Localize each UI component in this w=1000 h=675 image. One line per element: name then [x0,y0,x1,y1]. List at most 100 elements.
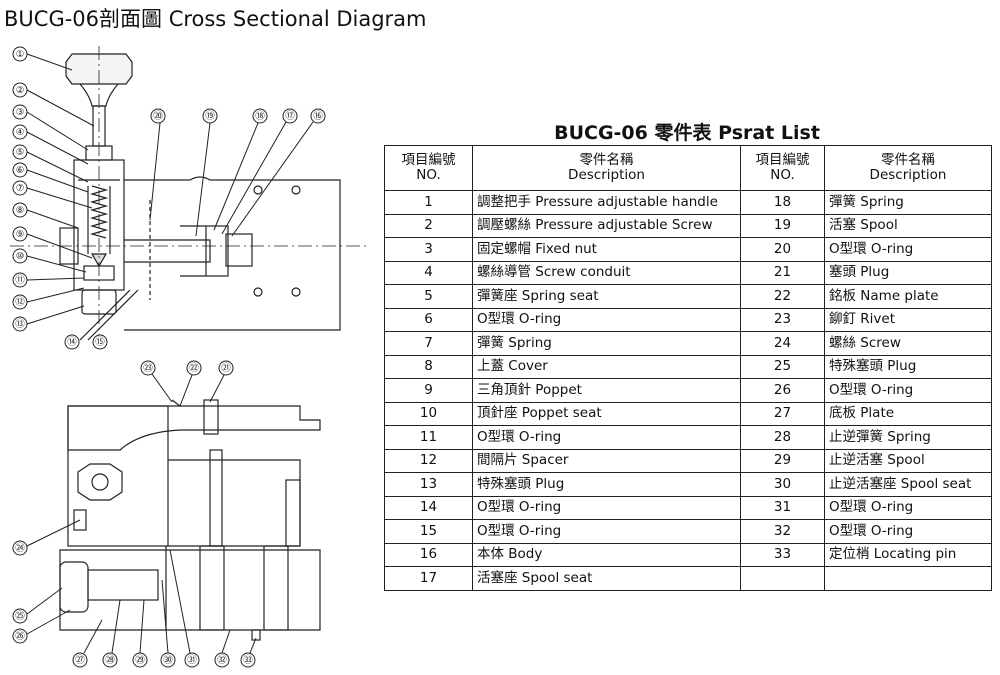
svg-text:⑲: ⑲ [205,111,215,122]
part-description: 固定螺帽 Fixed nut [472,237,741,262]
cross-sectional-diagram: ① ② ③ ④ ⑤ ⑥ ⑦ ⑧ ⑨ ⑩ ⑪ ⑫ ⑬ ⑭ ⑮ ⑯ ⑰ ⑱ ⑲ ⑳ … [10,46,370,668]
part-number: 4 [384,260,473,285]
table-header-row: 項目編號 NO. 零件名稱 Description 項目編號 NO. 零件名稱 … [384,145,992,191]
part-description: 三角頂針 Poppet [472,378,741,403]
part-description: O型環 O-ring [824,237,992,262]
callout-4: ④ [12,124,89,165]
part-number: 20 [740,237,825,262]
callout-26: ㉖ [12,609,71,644]
svg-text:⑨: ⑨ [16,229,25,240]
part-description: O型環 O-ring [824,495,992,520]
part-number: 26 [740,378,825,403]
svg-text:⑧: ⑧ [16,205,25,216]
part-description: O型環 O-ring [472,307,741,332]
svg-text:⑭: ⑭ [67,337,77,348]
part-description: 上蓋 Cover [472,354,741,379]
svg-text:⑫: ⑫ [15,297,25,308]
svg-text:㉒: ㉒ [189,363,199,374]
callout-7: ⑦ [12,180,93,209]
callout-20: ⑳ [149,108,166,221]
callout-30: ㉚ [160,579,176,668]
svg-text:㉗: ㉗ [75,655,85,666]
callout-15: ⑮ [92,334,108,350]
svg-text:⑥: ⑥ [16,165,25,176]
part-number: 1 [384,190,473,215]
callout-12: ⑫ [12,287,85,310]
part-number: 2 [384,213,473,238]
part-number: 11 [384,425,473,450]
svg-text:㉚: ㉚ [163,655,173,666]
svg-text:⑪: ⑪ [15,275,25,286]
callout-23: ㉓ [140,360,173,403]
part-number: 25 [740,354,825,379]
part-description: 定位梢 Locating pin [824,542,992,567]
part-number: 5 [384,284,473,309]
part-description: O型環 O-ring [824,378,992,403]
part-number: 22 [740,284,825,309]
callout-5: ⑤ [12,144,89,183]
callout-8: ⑧ [12,202,79,229]
part-description: O型環 O-ring [472,425,741,450]
col-header-desc: 零件名稱 Description [824,145,992,191]
callout-2: ② [12,82,95,127]
part-description: 螺絲 Screw [824,331,992,356]
callout-6: ⑥ [12,162,89,193]
part-number: 12 [384,448,473,473]
callout-10: ⑩ [12,248,87,273]
part-number: 31 [740,495,825,520]
part-description: 調壓螺絲 Pressure adjustable Screw [472,213,741,238]
part-number: 3 [384,237,473,262]
callout-18: ⑱ [213,108,268,231]
svg-text:①: ① [16,49,25,60]
part-description [824,566,992,591]
part-description: O型環 O-ring [824,519,992,544]
part-number: 13 [384,472,473,497]
part-description: 銘板 Name plate [824,284,992,309]
svg-text:⑬: ⑬ [15,319,25,330]
part-number: 6 [384,307,473,332]
parts-list-title: BUCG-06 零件表 Psrat List [554,122,820,144]
part-number: 15 [384,519,473,544]
part-number: 8 [384,354,473,379]
part-description: 頂針座 Poppet seat [472,401,741,426]
callout-9: ⑨ [12,226,93,259]
part-description: 塞頭 Plug [824,260,992,285]
parts-table: 項目編號 NO. 零件名稱 Description 項目編號 NO. 零件名稱 … [384,145,992,591]
part-number: 29 [740,448,825,473]
callout-13: ⑬ [12,305,85,332]
part-description: 特殊塞頭 Plug [824,354,992,379]
part-description: 活塞座 Spool seat [472,566,741,591]
part-description: 調整把手 Pressure adjustable handle [472,190,741,215]
part-description: 螺絲導管 Screw conduit [472,260,741,285]
svg-text:⑯: ⑯ [313,111,323,122]
part-description: 特殊塞頭 Plug [472,472,741,497]
callout-17: ⑰ [221,108,298,235]
part-description: 止逆彈簧 Spring [824,425,992,450]
part-number: 27 [740,401,825,426]
svg-text:㉛: ㉛ [187,655,197,666]
callout-19: ⑲ [195,108,218,237]
part-number: 32 [740,519,825,544]
part-description: 本体 Body [472,542,741,567]
svg-text:⑤: ⑤ [16,147,25,158]
part-description: 止逆活塞座 Spool seat [824,472,992,497]
callout-27: ㉗ [72,619,103,668]
part-description: 鉚釘 Rivet [824,307,992,332]
part-description: 彈簧 Spring [824,190,992,215]
part-number: 33 [740,542,825,567]
part-number [740,566,825,591]
part-number: 28 [740,425,825,450]
part-description: 間隔片 Spacer [472,448,741,473]
